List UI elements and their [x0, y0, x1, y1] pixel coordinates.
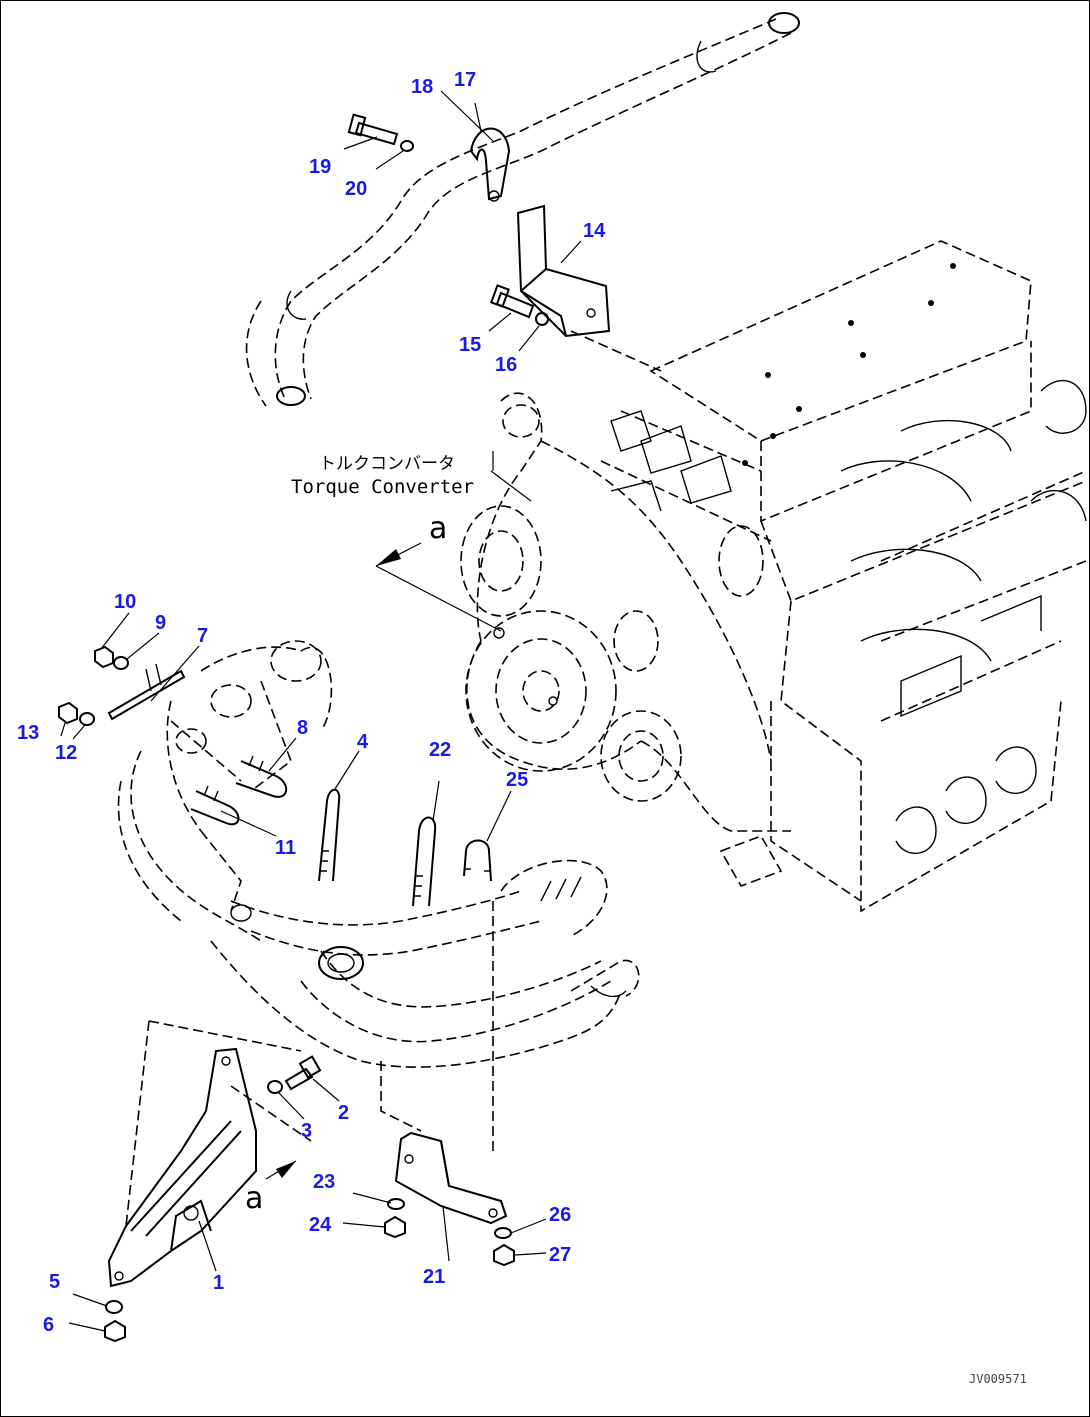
- callout-26: 26: [549, 1204, 571, 1226]
- pipe-clamp-17: [469, 127, 511, 202]
- washer-23: [387, 1198, 405, 1210]
- torque-converter-housing: [460, 392, 791, 887]
- callout-14: 14: [583, 220, 606, 242]
- torque-converter-label-jp: トルクコンバータ: [319, 454, 455, 474]
- callout-6: 6: [43, 1314, 54, 1336]
- view-arrow-a-lower: [265, 1160, 297, 1180]
- callout-25: 25: [506, 769, 528, 791]
- nut-24: [384, 1215, 406, 1239]
- callout-1: 1: [213, 1272, 224, 1294]
- bracket-1: [107, 1047, 257, 1288]
- callout-21: 21: [423, 1266, 445, 1288]
- callout-leaders: [60, 90, 582, 1332]
- callout-22: 22: [429, 739, 451, 761]
- nut-10: [94, 645, 114, 669]
- u-bolt-22: [412, 816, 437, 907]
- callout-27: 27: [549, 1244, 571, 1266]
- callout-12: 12: [55, 742, 77, 764]
- bracket-21: [394, 1131, 508, 1225]
- callout-20: 20: [345, 178, 367, 200]
- callout-11: 11: [275, 837, 296, 859]
- nut-6: [104, 1319, 126, 1343]
- callout-23: 23: [313, 1171, 335, 1193]
- exhaust-pipe-main: [210, 859, 640, 1132]
- view-ref-a-lower: a: [245, 1181, 263, 1216]
- view-ref-a-upper: a: [429, 511, 447, 546]
- document-id: JV009571: [969, 1372, 1027, 1386]
- washer-12: [79, 712, 95, 726]
- torque-converter-leader: [490, 470, 532, 502]
- washer-20: [400, 140, 414, 152]
- nut-13: [58, 701, 78, 725]
- stud-plate-7: [107, 663, 186, 721]
- callout-19: 19: [309, 156, 331, 178]
- callout-2: 2: [338, 1102, 349, 1124]
- washer-16: [535, 312, 549, 326]
- callout-13: 13: [17, 722, 39, 744]
- bolt-19: [347, 113, 399, 146]
- callout-15: 15: [459, 334, 481, 356]
- callout-10: 10: [114, 591, 136, 613]
- exhaust-manifold: [117, 640, 333, 942]
- callout-17: 17: [454, 69, 476, 91]
- callout-18: 18: [411, 76, 433, 98]
- callout-7: 7: [197, 625, 208, 647]
- u-bolt-8: [235, 755, 288, 798]
- washer-5: [105, 1300, 123, 1314]
- washer-26: [494, 1227, 512, 1239]
- callout-16: 16: [495, 354, 517, 376]
- engine-block: [600, 240, 1087, 913]
- view-arrow-a-upper: [375, 542, 502, 632]
- bolt-2: [284, 1055, 322, 1091]
- callout-4: 4: [357, 731, 369, 753]
- callout-9: 9: [155, 612, 166, 634]
- nut-27: [493, 1243, 515, 1267]
- u-bolt-4: [318, 788, 341, 882]
- callout-8: 8: [297, 717, 308, 739]
- washer-3: [267, 1080, 283, 1094]
- torque-converter-label-en: Torque Converter: [291, 476, 474, 498]
- washer-9: [113, 656, 129, 670]
- callout-5: 5: [49, 1271, 60, 1293]
- callout-24: 24: [309, 1214, 332, 1236]
- callout-3: 3: [301, 1120, 312, 1142]
- bolt-15: [490, 284, 535, 319]
- upper-exhaust-pipe: [245, 12, 800, 407]
- u-bolt-11: [190, 785, 240, 826]
- u-bolt-25: [463, 839, 492, 882]
- bracket-14: [516, 204, 611, 338]
